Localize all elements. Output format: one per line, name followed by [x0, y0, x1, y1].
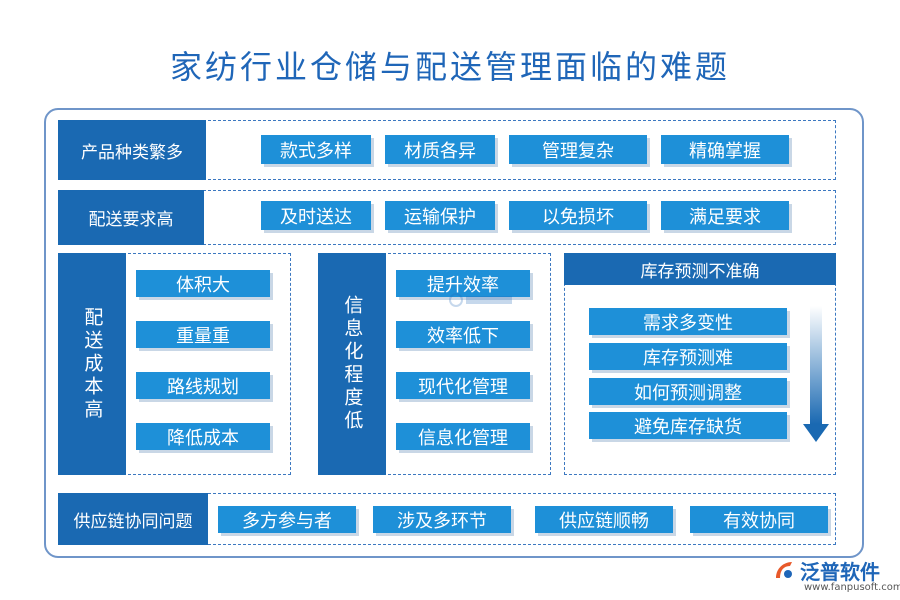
- cost-header: 配送成本高: [58, 253, 126, 475]
- delivery-tag-3: 以免损坏: [509, 201, 647, 230]
- info-tag-4: 信息化管理: [396, 423, 530, 450]
- product-tag-4: 精确掌握: [661, 135, 789, 164]
- forecast-tag-3: 如何预测调整: [589, 378, 787, 405]
- logo-url: www.fanpusoft.com: [804, 582, 900, 593]
- info-header: 信息化程度低: [318, 253, 386, 475]
- page-title: 家纺行业仓储与配送管理面临的难题: [169, 48, 730, 86]
- outer-frame: [44, 108, 864, 558]
- cost-tag-2: 重量重: [136, 321, 270, 348]
- down-arrow-icon: [803, 306, 829, 442]
- product-tag-3: 管理复杂: [509, 135, 647, 164]
- supply-tag-4: 有效协同: [690, 506, 828, 533]
- supply-header: 供应链协同问题: [58, 493, 208, 545]
- info-tag-2: 效率低下: [396, 321, 530, 348]
- supply-tag-3: 供应链顺畅: [535, 506, 673, 533]
- watermark-logo: [449, 293, 512, 307]
- forecast-header: 库存预测不准确: [564, 253, 836, 285]
- supply-tag-2: 涉及多环节: [373, 506, 511, 533]
- info-tag-3: 现代化管理: [396, 372, 530, 399]
- forecast-tag-1: 需求多变性: [589, 308, 787, 335]
- cost-tag-3: 路线规划: [136, 372, 270, 399]
- product-tag-2: 材质各异: [385, 135, 495, 164]
- delivery-header: 配送要求高: [58, 190, 204, 245]
- fanpu-logo-icon: [776, 562, 792, 578]
- delivery-tag-2: 运输保护: [385, 201, 495, 230]
- cost-tag-1: 体积大: [136, 270, 270, 297]
- cost-tag-4: 降低成本: [136, 423, 270, 450]
- product-header: 产品种类繁多: [58, 120, 206, 180]
- logo-name: 泛普软件: [800, 560, 880, 584]
- product-tag-1: 款式多样: [261, 135, 371, 164]
- supply-tag-1: 多方参与者: [218, 506, 356, 533]
- forecast-tag-2: 库存预测难: [589, 343, 787, 370]
- forecast-tag-4: 避免库存缺货: [589, 412, 787, 439]
- brand-logo: 泛普软件 www.fanpusoft.com: [770, 556, 900, 596]
- delivery-tag-4: 满足要求: [661, 201, 789, 230]
- delivery-tag-1: 及时送达: [261, 201, 371, 230]
- info-tag-1: 提升效率: [396, 270, 530, 297]
